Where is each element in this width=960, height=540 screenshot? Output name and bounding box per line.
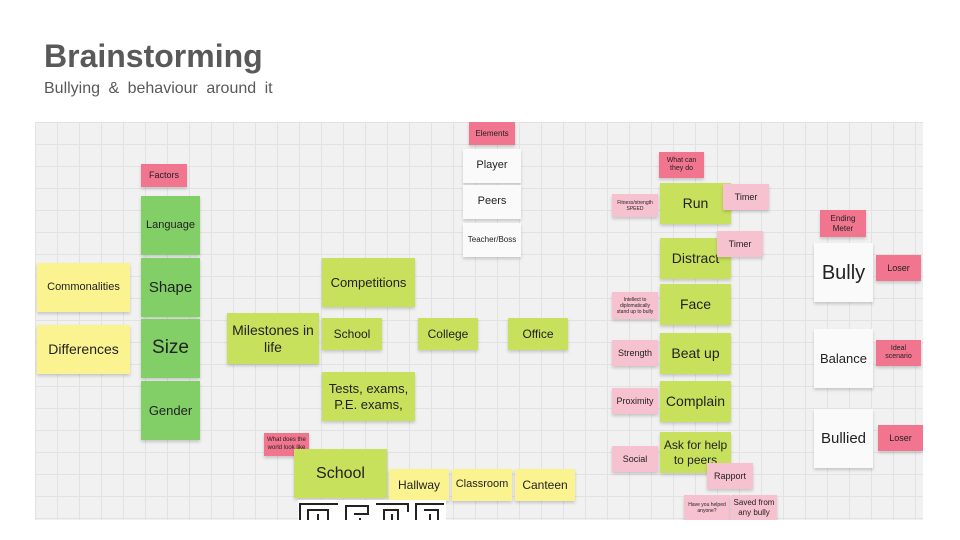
sticky-note-bully[interactable]: Bully: [814, 243, 873, 302]
sticky-note-beat-up[interactable]: Beat up: [660, 333, 731, 374]
sticky-note-face[interactable]: Face: [660, 284, 731, 325]
sticky-note-milestones[interactable]: Milestones in life: [227, 313, 319, 364]
sticky-note-teacher-boss[interactable]: Teacher/Boss: [463, 223, 521, 257]
sticky-note-school-big[interactable]: School: [294, 449, 387, 498]
sticky-note-saved-from[interactable]: Saved from any bully: [731, 495, 777, 520]
sticky-note-proximity[interactable]: Proximity: [612, 388, 658, 414]
sticky-note-commonalities[interactable]: Commonalities: [37, 263, 130, 312]
sticky-note-size[interactable]: Size: [141, 319, 200, 378]
sticky-note-what-can[interactable]: What can they do: [659, 152, 704, 178]
sticky-note-ideal[interactable]: Ideal scenario: [876, 340, 921, 366]
sticky-note-language[interactable]: Language: [141, 196, 200, 255]
sticky-note-peers[interactable]: Peers: [463, 185, 521, 219]
sticky-note-timer-2[interactable]: Timer: [717, 231, 763, 257]
sticky-note-rapport[interactable]: Rapport: [707, 463, 753, 489]
sticky-note-college[interactable]: College: [418, 318, 478, 350]
page-subtitle: Bullying & behaviour around it: [44, 80, 273, 97]
sticky-note-loser-1[interactable]: Loser: [876, 255, 921, 281]
sticky-note-balance[interactable]: Balance: [814, 329, 873, 388]
sticky-note-canteen[interactable]: Canteen: [515, 469, 575, 501]
sticky-note-factors[interactable]: Factors: [141, 164, 187, 187]
sticky-note-gender[interactable]: Gender: [141, 381, 200, 440]
sticky-note-intellect[interactable]: Intellect to diplomatically stand up to …: [612, 292, 658, 319]
sticky-note-hallway[interactable]: Hallway: [389, 469, 449, 501]
sticky-note-fitness[interactable]: Fitness/strength SPEED: [612, 194, 658, 217]
sticky-note-complain[interactable]: Complain: [660, 381, 731, 422]
sticky-note-competitions[interactable]: Competitions: [322, 258, 415, 307]
sticky-note-classroom[interactable]: Classroom: [452, 469, 512, 501]
sticky-note-ask-help[interactable]: Ask for help to peers: [660, 432, 731, 473]
sticky-note-elements[interactable]: Elements: [469, 122, 515, 145]
page-title: Brainstorming: [44, 38, 263, 74]
sticky-note-office[interactable]: Office: [508, 318, 568, 350]
sticky-note-tests[interactable]: Tests, exams, P.E. exams,: [322, 372, 415, 421]
sticky-note-loser-2[interactable]: Loser: [878, 425, 923, 451]
sticky-note-shape[interactable]: Shape: [141, 258, 200, 317]
sticky-note-school-small[interactable]: School: [322, 318, 382, 350]
sticky-note-ending-meter[interactable]: Ending Meter: [820, 210, 866, 237]
sticky-note-player[interactable]: Player: [463, 149, 521, 183]
sticky-note-social[interactable]: Social: [612, 446, 658, 472]
sticky-note-have-helped[interactable]: Have you helped anyone?: [684, 495, 730, 520]
maze-image: [298, 500, 446, 520]
sticky-note-run[interactable]: Run: [660, 183, 731, 224]
whiteboard-canvas[interactable]: Elements Player Peers Teacher/Boss Facto…: [35, 122, 923, 520]
sticky-note-differences[interactable]: Differences: [37, 325, 130, 374]
sticky-note-strength[interactable]: Strength: [612, 340, 658, 366]
sticky-note-timer-1[interactable]: Timer: [723, 184, 769, 210]
sticky-note-bullied[interactable]: Bullied: [814, 409, 873, 468]
